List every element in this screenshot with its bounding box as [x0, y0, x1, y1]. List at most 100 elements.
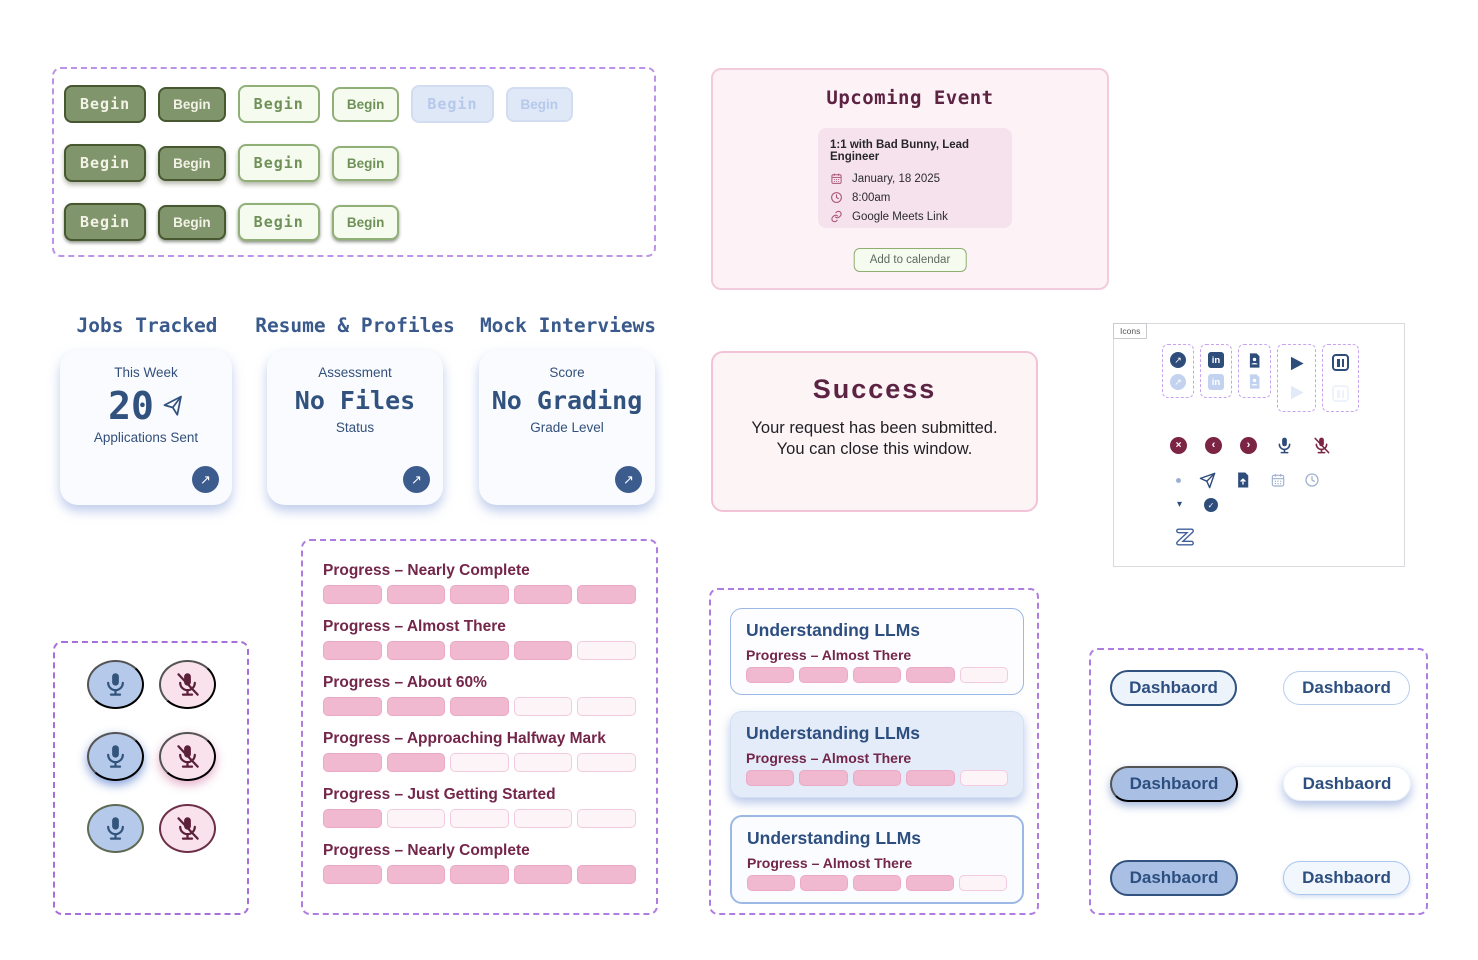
begin-button[interactable]: Begin	[331, 204, 400, 240]
progress-segment	[513, 697, 573, 716]
icons-panel-label: Icons	[1113, 323, 1148, 339]
progress-segment	[577, 753, 636, 772]
begin-button[interactable]: Begin	[331, 145, 400, 181]
linkedin-icon: in	[1208, 352, 1224, 368]
progress-segment	[577, 809, 636, 828]
dot-icon	[1176, 477, 1181, 483]
mic-on-button[interactable]	[86, 660, 144, 709]
mic-off-button-active[interactable]	[158, 804, 216, 853]
paper-plane-icon	[163, 395, 184, 417]
begin-row-hover: Begin Begin Begin Begin	[64, 144, 654, 182]
arrow-up-right-circle-icon-disabled: ↗	[1170, 374, 1186, 390]
arrow-up-right-circle-icon: ↗	[1170, 352, 1186, 368]
begin-button[interactable]: Begin	[158, 204, 226, 240]
progress-group: Progress – About 60%	[323, 674, 636, 716]
progress-segment	[577, 585, 636, 604]
dashboard-button[interactable]: Dashbaord	[1283, 671, 1410, 705]
progress-group: Progress – Nearly Complete	[323, 842, 636, 884]
progress-bars-section: Progress – Nearly Complete Progress – Al…	[301, 539, 658, 915]
begin-row-default: Begin Begin Begin Begin Begin Begin	[64, 85, 654, 123]
progress-segment	[513, 865, 573, 884]
upcoming-event-card: Upcoming Event 1:1 with Bad Bunny, Lead …	[711, 68, 1109, 290]
dashboard-button-active[interactable]: Dashbaord	[1110, 860, 1238, 896]
pause-icon	[1332, 354, 1349, 371]
open-arrow-button[interactable]: ↗	[403, 466, 430, 493]
dashboard-button-hover[interactable]: Dashbaord	[1110, 766, 1238, 802]
begin-button[interactable]: Begin	[64, 144, 147, 182]
begin-button[interactable]: Begin	[158, 86, 226, 122]
begin-buttons-section: Begin Begin Begin Begin Begin Begin Begi…	[52, 67, 656, 257]
jobs-tracked-heading: Jobs Tracked	[76, 314, 218, 337]
begin-row-active: Begin Begin Begin Begin	[64, 203, 654, 241]
progress-label: Progress – Approaching Halfway Mark	[323, 730, 606, 747]
mic-off-button[interactable]	[158, 660, 216, 709]
resume-profiles-card: Assessment No Files Status ↗	[267, 350, 443, 505]
progress-track	[323, 753, 636, 772]
course-progress-label: Progress – Almost There	[746, 750, 912, 766]
progress-segment	[513, 585, 573, 604]
progress-track	[323, 641, 636, 660]
success-title: Success	[812, 374, 937, 404]
paired-icons-row: ↗ ↗ in in	[1162, 344, 1359, 412]
event-meeting-link[interactable]: Google Meets Link	[852, 210, 948, 223]
progress-segment	[450, 585, 509, 604]
progress-segment	[450, 641, 509, 660]
begin-button[interactable]: Begin	[158, 145, 226, 181]
course-card[interactable]: Understanding LLMs Progress – Almost The…	[730, 608, 1024, 695]
begin-button[interactable]: Begin	[64, 85, 147, 123]
progress-segment	[323, 809, 382, 828]
stat-top-label: Score	[549, 365, 585, 380]
open-arrow-button[interactable]: ↗	[615, 466, 642, 493]
mic-off-button-hover[interactable]	[158, 732, 216, 781]
progress-segment	[323, 585, 382, 604]
progress-group: Progress – Almost There	[323, 618, 636, 660]
resume-file-icon-disabled	[1246, 373, 1263, 390]
begin-button[interactable]: Begin	[237, 144, 320, 182]
course-card-active[interactable]: Understanding LLMs Progress – Almost The…	[730, 815, 1024, 904]
progress-segment	[386, 697, 446, 716]
mic-buttons-section	[53, 641, 249, 915]
play-icon-disabled	[1287, 383, 1306, 402]
mock-interviews-card: Score No Grading Grade Level ↗	[479, 350, 655, 505]
course-card-hover[interactable]: Understanding LLMs Progress – Almost The…	[730, 711, 1024, 798]
linkedin-icon-disabled: in	[1208, 374, 1224, 390]
pause-icon-spec	[1322, 344, 1359, 412]
calendar-icon	[1270, 472, 1286, 488]
begin-button[interactable]: Begin	[237, 85, 320, 123]
begin-button[interactable]: Begin	[237, 203, 320, 241]
dashboard-button[interactable]: Dashbaord	[1110, 670, 1237, 706]
z-logo-icon	[1172, 524, 1198, 550]
event-details-card: 1:1 with Bad Bunny, Lead Engineer Januar…	[818, 128, 1012, 228]
resume-file-icon	[1246, 352, 1263, 369]
begin-button[interactable]: Begin	[331, 86, 400, 122]
add-to-calendar-button[interactable]: Add to calendar	[853, 248, 967, 272]
event-name: 1:1 with Bad Bunny, Lead Engineer	[830, 139, 970, 163]
mock-interviews-heading: Mock Interviews	[479, 314, 657, 337]
progress-segment	[323, 641, 382, 660]
dashboard-button-active[interactable]: Dashbaord	[1283, 861, 1410, 895]
pause-icon-disabled	[1332, 385, 1349, 402]
stat-top-label: This Week	[114, 365, 178, 380]
stat-bottom-label: Status	[335, 419, 375, 435]
progress-track	[746, 667, 1009, 683]
mic-on-button-active[interactable]	[86, 804, 144, 853]
progress-segment	[746, 667, 795, 683]
progress-track	[746, 770, 1009, 786]
jobs-tracked-card: This Week 20 Applications Sent ↗	[60, 350, 232, 505]
resume-file-icon-spec	[1238, 344, 1271, 398]
mic-on-button-hover[interactable]	[86, 732, 144, 781]
dashboard-button-hover[interactable]: Dashbaord	[1283, 766, 1411, 801]
progress-track	[747, 875, 1007, 891]
open-arrow-button[interactable]: ↗	[192, 466, 219, 493]
play-icon-spec	[1277, 344, 1316, 412]
progress-segment	[959, 770, 1009, 786]
success-message: Your request has been submitted. You can…	[751, 419, 998, 459]
mic-off-icon	[1312, 436, 1331, 455]
course-cards-section: Understanding LLMs Progress – Almost The…	[709, 588, 1039, 915]
progress-group: Progress – Approaching Halfway Mark	[323, 730, 636, 772]
begin-button[interactable]: Begin	[64, 203, 147, 241]
course-title: Understanding LLMs	[746, 723, 921, 743]
link-icon	[830, 210, 843, 223]
progress-segment	[853, 875, 901, 891]
